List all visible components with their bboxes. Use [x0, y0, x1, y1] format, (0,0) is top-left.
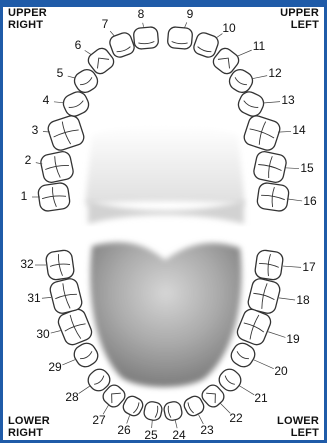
tooth-leader-19: [268, 332, 285, 338]
tooth-leader-8: [143, 23, 144, 27]
tooth-number-20: 20: [274, 364, 288, 378]
tooth-leader-20: [254, 360, 274, 369]
tooth-number-18: 18: [296, 293, 310, 307]
tooth-9[interactable]: [167, 26, 193, 49]
tooth-number-4: 4: [43, 93, 50, 107]
upper-left-label: UPPER LEFT: [280, 7, 319, 31]
lower-right-label-line2: RIGHT: [8, 427, 50, 439]
tooth-16[interactable]: [256, 182, 289, 212]
tooth-number-26: 26: [117, 423, 131, 437]
tongue-shading: [90, 242, 241, 387]
lower-right-label: LOWER RIGHT: [8, 415, 50, 439]
tooth-leader-28: [79, 386, 90, 393]
tooth-leader-5: [68, 76, 75, 78]
tooth-number-17: 17: [302, 260, 316, 274]
tooth-leader-31: [42, 297, 51, 298]
tooth-7[interactable]: [108, 31, 136, 59]
tooth-number-27: 27: [92, 413, 106, 427]
tooth-leader-12: [252, 76, 267, 79]
upper-left-label-line2: LEFT: [280, 19, 319, 31]
tooth-leader-18: [279, 298, 295, 300]
tooth-2[interactable]: [39, 150, 74, 184]
tooth-leader-17: [283, 266, 301, 267]
tooth-number-9: 9: [187, 7, 194, 21]
tooth-number-8: 8: [138, 7, 145, 21]
tooth-3[interactable]: [46, 114, 86, 152]
tooth-number-6: 6: [75, 38, 82, 52]
tooth-number-22: 22: [229, 411, 243, 425]
tooth-leader-27: [103, 405, 108, 414]
tooth-14[interactable]: [242, 114, 282, 152]
tooth-number-21: 21: [254, 391, 268, 405]
tooth-number-19: 19: [286, 332, 300, 346]
tooth-number-30: 30: [36, 327, 50, 341]
tooth-leader-11: [237, 50, 252, 56]
upper-right-label-line1: UPPER: [8, 7, 47, 19]
tooth-number-7: 7: [102, 17, 109, 31]
upper-right-label-line2: RIGHT: [8, 19, 47, 31]
tooth-15[interactable]: [252, 150, 287, 184]
tooth-leader-13: [263, 102, 280, 103]
tooth-number-25: 25: [144, 428, 158, 442]
palate-shading: [85, 125, 245, 224]
lower-right-label-line1: LOWER: [8, 415, 50, 427]
tooth-leader-9: [185, 22, 187, 27]
tooth-number-10: 10: [222, 21, 236, 35]
upper-left-label-line1: UPPER: [280, 7, 319, 19]
tooth-10[interactable]: [192, 31, 220, 59]
tooth-leader-7: [110, 31, 114, 36]
tooth-32[interactable]: [45, 249, 75, 280]
tooth-17[interactable]: [254, 249, 284, 280]
tooth-number-29: 29: [48, 360, 62, 374]
tooth-number-28: 28: [65, 390, 79, 404]
tooth-number-16: 16: [303, 194, 317, 208]
tooth-number-31: 31: [27, 291, 41, 305]
tooth-number-2: 2: [25, 153, 32, 167]
tooth-25[interactable]: [143, 400, 163, 421]
tooth-leader-16: [287, 199, 302, 201]
tooth-leader-21: [239, 386, 254, 395]
tooth-number-23: 23: [200, 423, 214, 437]
tooth-leader-6: [85, 50, 91, 54]
tooth-leader-30: [51, 331, 61, 333]
tooth-number-13: 13: [281, 93, 295, 107]
tooth-31[interactable]: [49, 277, 84, 315]
tooth-number-12: 12: [268, 66, 282, 80]
tooth-13[interactable]: [235, 89, 266, 119]
tooth-leader-25: [152, 420, 153, 428]
tooth-leader-15: [285, 168, 299, 169]
tooth-number-1: 1: [21, 189, 28, 203]
tooth-leader-22: [220, 403, 230, 413]
lower-left-label-line2: LEFT: [277, 427, 319, 439]
tooth-leader-24: [175, 420, 177, 428]
tooth-number-15: 15: [300, 161, 314, 175]
tooth-number-24: 24: [172, 428, 186, 442]
tooth-8[interactable]: [133, 26, 159, 49]
tooth-24[interactable]: [163, 400, 183, 421]
tooth-number-14: 14: [292, 123, 306, 137]
tooth-1[interactable]: [37, 182, 70, 212]
tooth-leader-4: [54, 102, 64, 103]
upper-right-label: UPPER RIGHT: [8, 7, 47, 31]
tooth-number-3: 3: [32, 123, 39, 137]
tooth-4[interactable]: [60, 89, 91, 119]
tooth-number-11: 11: [253, 39, 266, 53]
tooth-number-32: 32: [20, 257, 34, 271]
tooth-leader-29: [62, 360, 75, 365]
lower-left-label: LOWER LEFT: [277, 415, 319, 439]
tooth-leader-10: [216, 34, 223, 39]
tooth-number-5: 5: [57, 66, 64, 80]
lower-left-label-line1: LOWER: [277, 415, 319, 427]
